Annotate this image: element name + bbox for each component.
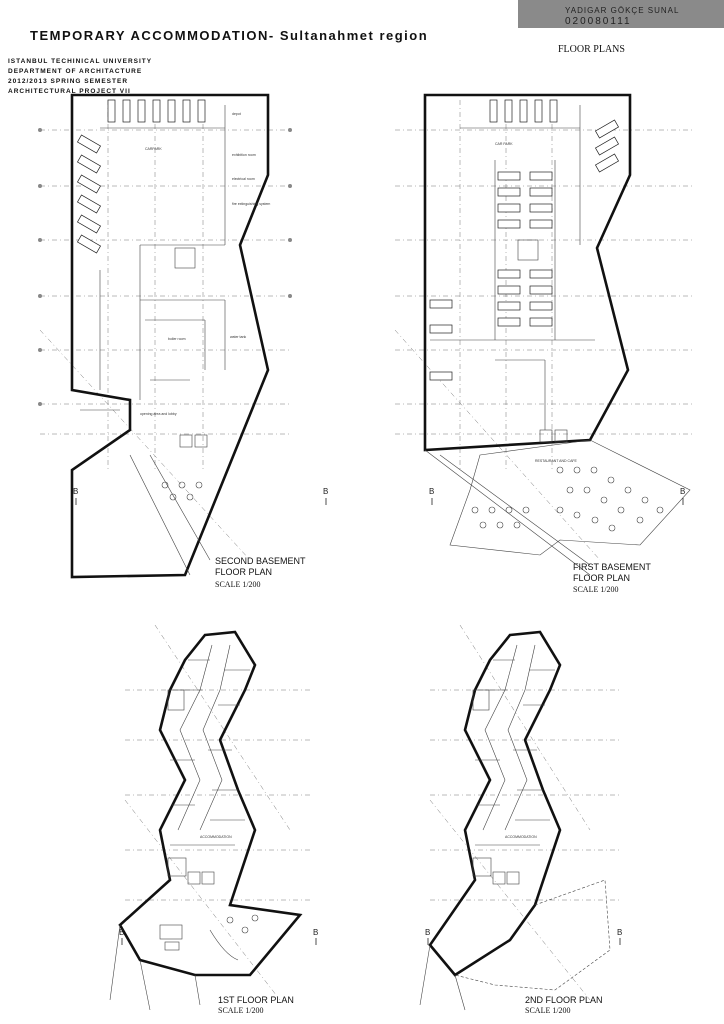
second-floor-plan: ACCOMMODATION B B <box>419 624 622 1011</box>
fb-elevator-1 <box>539 429 553 443</box>
sf-corridor <box>475 644 540 846</box>
ff-grid-lines <box>124 624 310 1001</box>
sb-scale: SCALE 1/200 <box>215 580 261 589</box>
author-box <box>518 0 724 28</box>
fb-section-b-right: B <box>680 487 685 496</box>
fb-section-b-left: B <box>429 487 434 496</box>
sf-title: 2ND FLOOR PLAN <box>525 995 603 1005</box>
fb-terrace <box>449 439 691 556</box>
sf-elevator-2 <box>506 871 520 885</box>
ff-corridor <box>170 644 235 846</box>
sf-label-accommodation: ACCOMMODATION <box>505 835 537 839</box>
fb-label-carpark: CAR PARK <box>495 142 513 146</box>
ff-ramp <box>109 924 201 1011</box>
ff-title: 1ST FLOOR PLAN <box>218 995 294 1005</box>
sb-label-depot: depot <box>232 112 241 116</box>
sb-section-b-left: B <box>73 487 78 496</box>
fb-title-line1: FIRST BASEMENT <box>573 562 651 572</box>
ff-outline <box>118 630 303 977</box>
fb-scale: SCALE 1/200 <box>573 585 619 594</box>
ff-section-markers: B B <box>119 928 318 945</box>
author-id: 020080111 <box>565 16 632 27</box>
ff-furniture <box>159 914 259 961</box>
sb-label-exhibition: exhibition room <box>232 153 256 157</box>
ff-section-b-right: B <box>313 928 318 937</box>
sf-section-b-left: B <box>425 928 430 937</box>
sb-outline <box>70 93 270 579</box>
info-semester: 2012/2013 SPRING SEMESTER <box>8 78 129 85</box>
first-floor-plan: ACCOMMODATION B B <box>109 624 318 1011</box>
fb-section-markers: B B <box>429 487 685 505</box>
sf-grid-lines <box>429 624 620 1001</box>
sb-title-line1: SECOND BASEMENT <box>215 556 306 566</box>
fb-label-restaurant: RESTAURANT AND CAFE <box>535 459 578 463</box>
ff-elevator-1 <box>187 871 201 885</box>
fb-outline <box>423 93 632 452</box>
sb-label-electrical: electrical room <box>232 177 255 181</box>
sf-rooms <box>475 659 555 821</box>
author-name: YADIGAR GÖKÇE SUNAL <box>565 6 680 15</box>
sb-grid-bubbles <box>38 128 292 406</box>
second-basement-plan: CARPARK depot exhibition room electrical… <box>38 93 328 579</box>
info-university: ISTANBUL TECHINICAL UNIVERSITY <box>8 58 153 65</box>
fb-grid-lines <box>394 100 695 561</box>
first-basement-plan: CAR PARK RESTAURANT AND CAFE B B <box>394 93 695 576</box>
fb-tables <box>471 466 664 532</box>
sb-label-boiler: boiler room <box>168 337 186 341</box>
ff-stair-upper <box>167 689 185 711</box>
sb-label-water: water tank <box>230 335 246 339</box>
fb-partitions <box>430 105 595 430</box>
sf-outline <box>428 630 562 977</box>
sb-tables <box>161 481 203 501</box>
sb-partitions <box>80 105 226 576</box>
sb-title-line2: FLOOR PLAN <box>215 567 273 577</box>
sf-ramp <box>419 944 466 1011</box>
info-department: DEPARTMENT OF ARCHITACTURE <box>8 68 143 75</box>
ff-section-b-left: B <box>119 928 124 937</box>
ff-stair-lower <box>167 857 187 877</box>
fb-cars <box>429 99 620 381</box>
sb-stair <box>174 247 196 269</box>
ff-label-accommodation: ACCOMMODATION <box>200 835 232 839</box>
sb-elevator-1 <box>179 434 193 448</box>
sb-section-b-right: B <box>323 487 328 496</box>
fb-elevator-2 <box>554 429 568 443</box>
floor-plans-subtitle: FLOOR PLANS <box>558 44 625 55</box>
sf-scale: SCALE 1/200 <box>525 1006 571 1015</box>
sf-section-b-right: B <box>617 928 622 937</box>
sb-section-markers: B B <box>73 487 328 505</box>
sb-label-lobby: opening area and lobby <box>140 412 177 416</box>
sf-stair-lower <box>472 857 492 877</box>
fb-title-line2: FLOOR PLAN <box>573 573 631 583</box>
sb-label-carpark: CARPARK <box>145 147 162 151</box>
info-project: ARCHITECTURAL PROJECT VII <box>8 88 131 95</box>
sf-elevator-1 <box>492 871 506 885</box>
sb-label-fire: fire extinguishing system <box>232 202 270 206</box>
ff-scale: SCALE 1/200 <box>218 1006 264 1015</box>
fb-stair <box>517 239 539 261</box>
sf-open-balcony <box>454 879 611 991</box>
main-title: TEMPORARY ACCOMMODATION- Sultanahmet reg… <box>30 28 429 43</box>
sf-section-markers: B B <box>425 928 622 945</box>
sb-grid-lines <box>39 100 290 561</box>
sb-elevator-2 <box>194 434 208 448</box>
sb-cars <box>76 99 206 254</box>
ff-elevator-2 <box>201 871 215 885</box>
sf-stair-upper <box>472 689 490 711</box>
